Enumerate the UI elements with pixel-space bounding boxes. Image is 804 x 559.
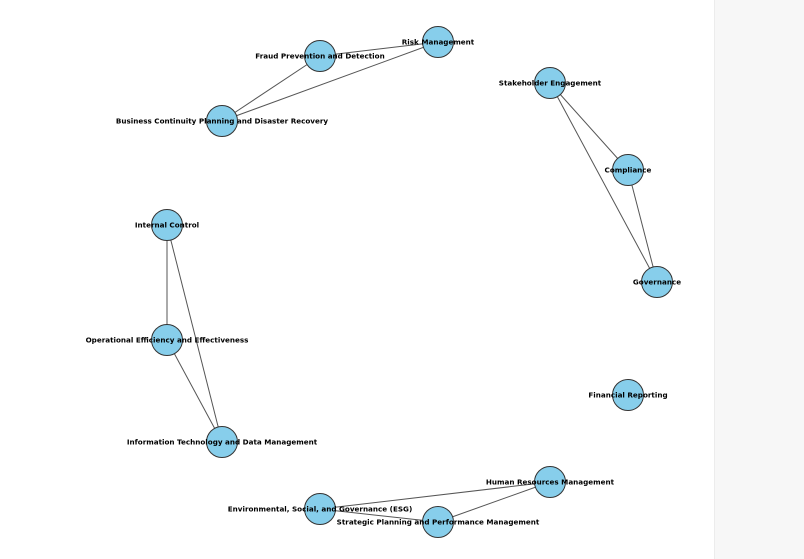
node-stake: Stakeholder Engagement bbox=[499, 67, 602, 99]
node-circle-governance bbox=[641, 266, 673, 298]
node-circle-hr bbox=[534, 466, 566, 498]
node-circle-stake bbox=[534, 67, 566, 99]
node-label-governance: Governance bbox=[633, 278, 681, 287]
edge-hr-esg bbox=[319, 481, 551, 510]
edge-fraud-risk bbox=[319, 41, 439, 57]
node-circle-strat bbox=[422, 506, 454, 538]
node-itdm: Information Technology and Data Manageme… bbox=[127, 426, 318, 458]
edge-stake-governance bbox=[549, 82, 658, 283]
node-label-itdm: Information Technology and Data Manageme… bbox=[127, 438, 318, 447]
node-label-risk: Risk Management bbox=[402, 38, 475, 47]
node-label-opeff: Operational Efficiency and Effectiveness bbox=[86, 336, 249, 345]
node-label-fraud: Fraud Prevention and Detection bbox=[255, 52, 384, 61]
edge-hr-strat bbox=[437, 481, 551, 523]
node-label-finrep: Financial Reporting bbox=[588, 391, 667, 400]
edge-fraud-bcp bbox=[221, 55, 321, 122]
edge-internal-itdm bbox=[166, 224, 223, 443]
node-governance: Governance bbox=[633, 266, 681, 298]
node-internal: Internal Control bbox=[135, 209, 199, 241]
node-label-strat: Strategic Planning and Performance Manag… bbox=[337, 518, 540, 527]
node-label-hr: Human Resources Management bbox=[486, 478, 615, 487]
node-circle-finrep bbox=[612, 379, 644, 411]
node-label-internal: Internal Control bbox=[135, 221, 199, 230]
node-circle-compliance bbox=[612, 154, 644, 186]
node-label-stake: Stakeholder Engagement bbox=[499, 79, 602, 88]
node-bcp: Business Continuity Planning and Disaste… bbox=[116, 105, 329, 137]
right-margin-panel bbox=[714, 0, 804, 559]
node-circle-bcp bbox=[206, 105, 238, 137]
node-circle-risk bbox=[422, 26, 454, 58]
edge-risk-bcp bbox=[221, 41, 439, 122]
node-circle-itdm bbox=[206, 426, 238, 458]
node-label-bcp: Business Continuity Planning and Disaste… bbox=[116, 117, 329, 126]
node-circle-esg bbox=[304, 493, 336, 525]
node-hr: Human Resources Management bbox=[486, 466, 615, 498]
edge-stake-compliance bbox=[549, 82, 629, 171]
node-risk: Risk Management bbox=[402, 26, 475, 58]
edge-compliance-governance bbox=[627, 169, 658, 283]
node-label-compliance: Compliance bbox=[605, 166, 652, 175]
node-opeff: Operational Efficiency and Effectiveness bbox=[86, 324, 249, 356]
node-esg: Environmental, Social, and Governance (E… bbox=[228, 493, 412, 525]
node-circle-opeff bbox=[151, 324, 183, 356]
edge-opeff-itdm bbox=[166, 339, 223, 443]
node-label-esg: Environmental, Social, and Governance (E… bbox=[228, 505, 412, 514]
node-compliance: Compliance bbox=[605, 154, 652, 186]
node-finrep: Financial Reporting bbox=[588, 379, 668, 411]
edge-esg-strat bbox=[319, 508, 439, 523]
edges-layer bbox=[166, 41, 658, 523]
node-strat: Strategic Planning and Performance Manag… bbox=[337, 506, 540, 538]
node-circle-internal bbox=[151, 209, 183, 241]
node-circle-fraud bbox=[304, 40, 336, 72]
node-fraud: Fraud Prevention and Detection bbox=[255, 40, 385, 72]
